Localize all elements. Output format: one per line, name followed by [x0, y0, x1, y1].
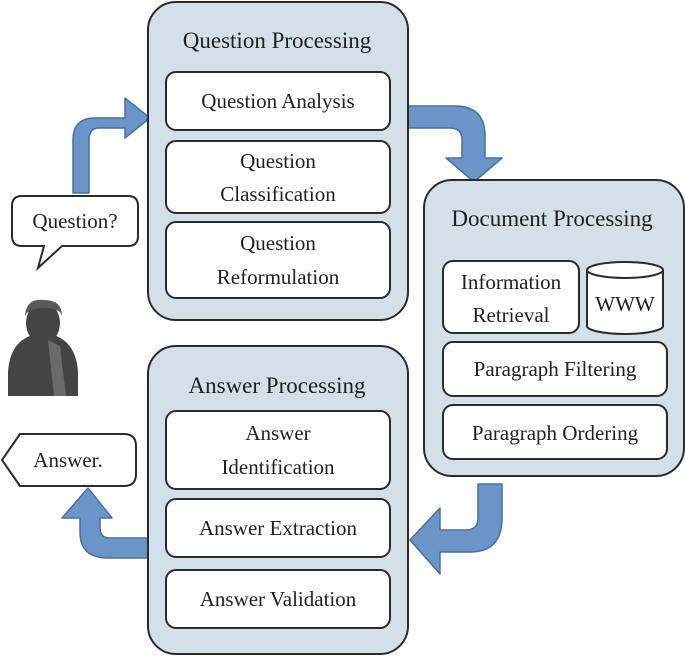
arrow-ap-to-answer [61, 487, 149, 559]
step-question-classification: Question Classification [165, 140, 391, 214]
step-paragraph-ordering: Paragraph Ordering [442, 404, 668, 460]
step-question-analysis: Question Analysis [165, 71, 391, 131]
answer-processing-title: Answer Processing [189, 373, 366, 398]
step-information-retrieval-line2: Retrieval [473, 303, 550, 327]
step-question-reformulation-line1: Question [240, 231, 316, 255]
arrow-dp-to-ap [409, 483, 503, 575]
step-answer-extraction: Answer Extraction [165, 498, 391, 558]
step-question-reformulation-line2: Reformulation [217, 265, 340, 289]
step-answer-validation: Answer Validation [165, 569, 391, 629]
step-paragraph-filtering: Paragraph Filtering [442, 341, 668, 397]
step-question-classification-line1: Question [240, 149, 316, 173]
answer-output-tag: Answer. [0, 433, 137, 487]
step-answer-identification: Answer Identification [165, 410, 391, 490]
step-answer-identification-line1: Answer [245, 421, 310, 445]
step-information-retrieval-line1: Information [461, 270, 562, 294]
document-processing-panel: Document Processing Information Retrieva… [423, 179, 685, 477]
step-answer-extraction-label: Answer Extraction [199, 516, 358, 540]
step-paragraph-filtering-label: Paragraph Filtering [474, 357, 637, 381]
step-information-retrieval: Information Retrieval [442, 260, 580, 334]
step-question-reformulation: Question Reformulation [165, 221, 391, 299]
step-question-analysis-label: Question Analysis [201, 89, 354, 113]
answer-tag-label: Answer. [33, 448, 102, 472]
www-database-label: WWW [595, 292, 655, 316]
question-speech-bubble: Question? [11, 195, 139, 272]
www-database-icon: WWW [586, 261, 664, 335]
question-processing-panel: Question Processing Question Analysis Qu… [147, 1, 409, 321]
step-answer-identification-line2: Identification [221, 455, 335, 479]
user-silhouette-icon [8, 299, 78, 396]
question-processing-title: Question Processing [183, 28, 372, 53]
arrow-qp-to-dp [407, 105, 503, 183]
question-bubble-label: Question? [32, 209, 117, 233]
arrow-question-to-qp [72, 97, 151, 194]
step-question-classification-line2: Classification [220, 182, 336, 206]
document-processing-title: Document Processing [451, 206, 653, 231]
step-paragraph-ordering-label: Paragraph Ordering [472, 421, 639, 445]
step-answer-validation-label: Answer Validation [200, 587, 357, 611]
answer-processing-panel: Answer Processing Answer Identification … [147, 345, 409, 655]
